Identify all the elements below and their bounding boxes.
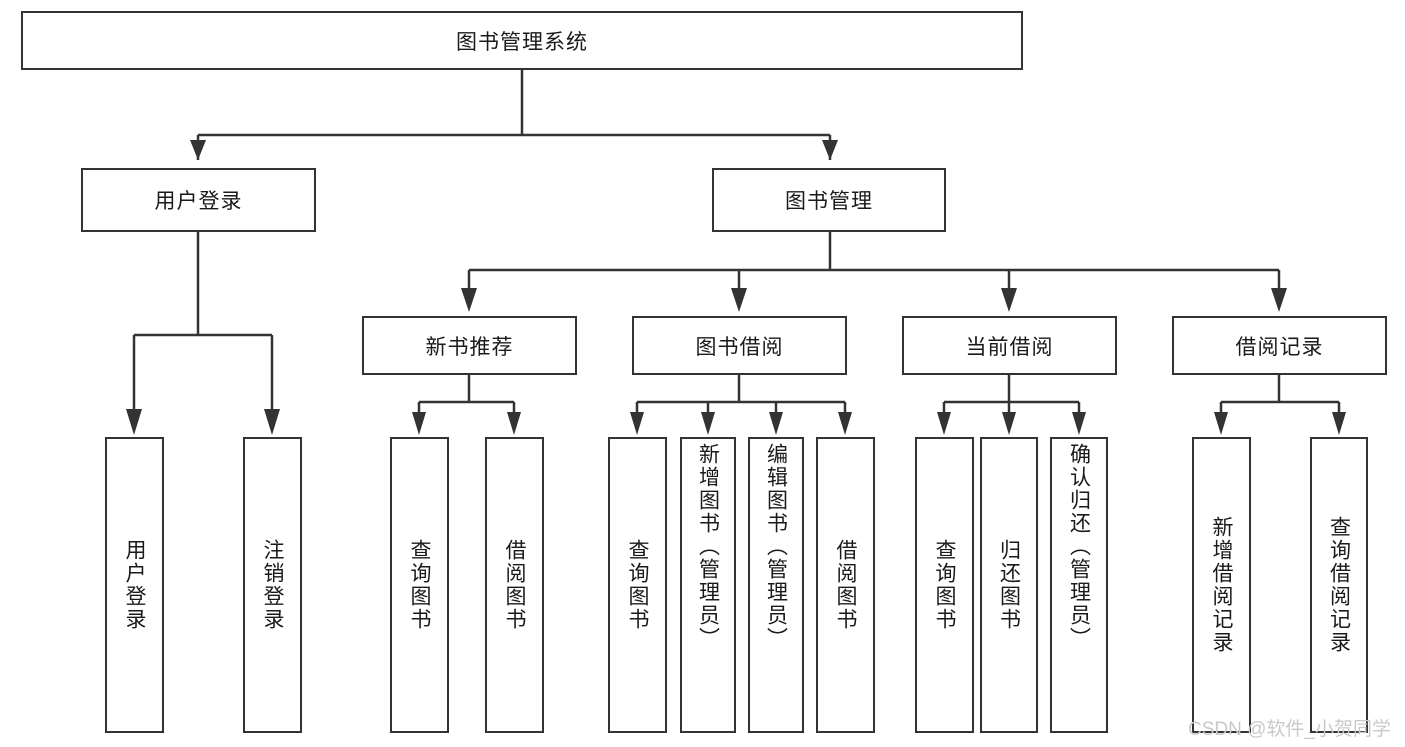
node-label: 借阅记录 (1235, 335, 1324, 359)
leaf-query-book-recommend[interactable]: 查询图书 (390, 437, 449, 733)
node-borrow-record[interactable]: 借阅记录 (1172, 316, 1387, 375)
node-book-borrow[interactable]: 图书借阅 (632, 316, 847, 375)
leaf-borrow-book-recommend[interactable]: 借阅图书 (485, 437, 544, 733)
node-label: 图书借阅 (695, 335, 784, 359)
node-label: 新增借阅记录 (1210, 516, 1233, 654)
node-label: 查询图书 (626, 539, 649, 631)
leaf-query-book-borrow[interactable]: 查询图书 (608, 437, 667, 733)
node-label: 借阅图书 (503, 539, 526, 631)
node-label: 用户登录 (123, 539, 146, 631)
node-label: 当前借阅 (965, 335, 1054, 359)
node-label: 查询图书 (408, 539, 431, 631)
node-label: 新增图书（管理员） (696, 443, 720, 650)
leaf-borrow-book[interactable]: 借阅图书 (816, 437, 875, 733)
node-current-borrow[interactable]: 当前借阅 (902, 316, 1117, 375)
leaf-user-login[interactable]: 用户登录 (105, 437, 164, 733)
node-label: 注销登录 (261, 539, 284, 631)
node-label: 编辑图书（管理员） (764, 443, 788, 650)
node-label: 归还图书 (997, 539, 1021, 631)
leaf-logout[interactable]: 注销登录 (243, 437, 302, 733)
node-label: 新书推荐 (425, 335, 514, 359)
leaf-return-book[interactable]: 归还图书 (980, 437, 1038, 733)
node-user-login[interactable]: 用户登录 (81, 168, 316, 232)
node-label: 确认归还（管理员） (1067, 443, 1091, 650)
node-label: 查询借阅记录 (1327, 516, 1351, 654)
node-label: 图书管理 (785, 190, 873, 213)
leaf-add-book-admin[interactable]: 新增图书（管理员） (680, 437, 736, 733)
node-label: 查询图书 (933, 539, 956, 631)
node-label: 借阅图书 (834, 539, 857, 631)
leaf-query-book-current[interactable]: 查询图书 (915, 437, 974, 733)
node-label: 图书管理系统 (456, 30, 588, 54)
node-root[interactable]: 图书管理系统 (21, 11, 1023, 70)
node-label: 用户登录 (154, 190, 243, 213)
node-book-management[interactable]: 图书管理 (712, 168, 946, 232)
leaf-query-borrow-record[interactable]: 查询借阅记录 (1310, 437, 1368, 733)
watermark: CSDN @软件_小贺同学 (1188, 719, 1391, 740)
leaf-confirm-return-admin[interactable]: 确认归还（管理员） (1050, 437, 1108, 733)
leaf-add-borrow-record[interactable]: 新增借阅记录 (1192, 437, 1251, 733)
leaf-edit-book-admin[interactable]: 编辑图书（管理员） (748, 437, 804, 733)
node-new-book-recommend[interactable]: 新书推荐 (362, 316, 577, 375)
